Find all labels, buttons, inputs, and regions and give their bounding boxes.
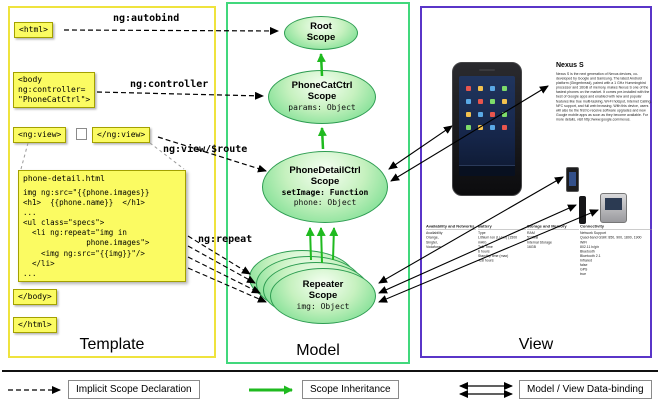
spec-column-availability: Availability and Networks Availability O… xyxy=(426,224,476,332)
phone-screen xyxy=(459,76,515,176)
root-scope-ellipse: Root Scope xyxy=(284,16,358,50)
phonedetailctrl-scope-title: PhoneDetailCtrl Scope xyxy=(289,165,361,187)
spec-rows: RAM 512MB Internal Storage 16GB xyxy=(527,231,552,249)
product-description: Nexus S is the next generation of Nexus … xyxy=(556,72,652,122)
repeater-scope-title: Repeater Scope xyxy=(302,279,344,301)
root-scope-title: Root Scope xyxy=(306,21,336,43)
product-title: Nexus S xyxy=(556,62,584,69)
code-line: phone.images"> xyxy=(23,238,150,248)
legend-scope-inheritance: Scope Inheritance xyxy=(302,380,399,399)
legend-model-view-databinding: Model / View Data-binding xyxy=(519,380,652,399)
ng-view-route-label: ng:view/$route xyxy=(163,144,248,155)
code-box-title: phone-detail.html xyxy=(23,174,105,183)
spec-column-connectivity: Connectivity Network Support Quad-band G… xyxy=(580,224,652,332)
spec-column-storage: Storage and Memory RAM 512MB Internal St… xyxy=(527,224,579,332)
code-line: <img ng:src="{{img}}"/> xyxy=(23,248,145,258)
thumbnail-phone-3 xyxy=(600,193,627,223)
spec-rows: Network Support Quad-band GSM: 850, 900,… xyxy=(580,231,642,277)
ng-repeat-label: ng:repeat xyxy=(198,234,253,245)
code-line: ... xyxy=(23,208,37,218)
phone-nav-bar xyxy=(459,165,515,176)
view-panel-label: View xyxy=(518,336,554,353)
template-panel-label: Template xyxy=(79,336,145,353)
spec-header: Connectivity xyxy=(580,224,652,231)
phonecatctrl-scope-prop: params: Object xyxy=(288,102,356,112)
body-open-tag: <body ng:controller= "PhoneCatCtrl"> xyxy=(13,72,96,108)
legend-implicit-scope-declaration: Implicit Scope Declaration xyxy=(68,380,200,399)
ng-controller-label: ng:controller xyxy=(130,79,209,90)
ng-view-close-tag: </ng:view> xyxy=(92,127,151,143)
phone-detail-code-box: phone-detail.html img ng:src="{{phone.im… xyxy=(18,170,186,282)
spec-column-battery: Battery Type Lithium Ion (Li-Ion) (1500 … xyxy=(478,224,526,332)
code-line: <ul class="specs"> xyxy=(23,218,105,228)
spec-header: Storage and Memory xyxy=(527,224,579,231)
body-close-tag: </body> xyxy=(13,289,57,305)
model-panel-label: Model xyxy=(296,342,340,359)
phonecatctrl-scope-title: PhoneCatCtrl Scope xyxy=(291,80,353,102)
product-description-block: Nexus S is the next generation of Nexus … xyxy=(556,72,652,164)
code-line: ... xyxy=(23,268,37,278)
code-line: img ng:src="{{phone.images}} xyxy=(23,187,150,197)
code-line: <li ng:repeat="img in xyxy=(23,228,127,238)
phone-app-icons xyxy=(466,86,471,91)
nexus-phone-image xyxy=(452,62,522,196)
html-close-tag: </html> xyxy=(13,317,57,333)
phone-speaker xyxy=(479,69,495,71)
ng-view-open-tag: <ng:view> xyxy=(13,127,67,143)
thumbnail-phone-1 xyxy=(566,167,579,192)
spec-header: Battery xyxy=(478,224,526,231)
repeater-scope-prop: img: Object xyxy=(296,301,350,311)
legend-separator-line xyxy=(2,370,658,372)
spec-rows: Type Lithium Ion (Li-Ion) (1500 mAh) Tal… xyxy=(478,231,518,263)
phonecatctrl-scope-ellipse: PhoneCatCtrl Scope params: Object xyxy=(268,70,376,124)
ng-autobind-label: ng:autobind xyxy=(113,13,180,24)
thumbnail-phone-2 xyxy=(579,196,586,224)
repeater-scope-ellipse: Repeater Scope img: Object xyxy=(270,268,376,324)
phonedetailctrl-scope-prop-setimage: setImage: Function xyxy=(281,187,369,197)
spec-rows: Availability Orange, Singtel, Vodafone xyxy=(426,231,443,249)
phonedetailctrl-scope-ellipse: PhoneDetailCtrl Scope setImage: Function… xyxy=(262,151,388,223)
ng-view-placeholder-icon xyxy=(76,128,87,140)
html-open-tag: <html> xyxy=(14,22,53,38)
spec-header: Availability and Networks xyxy=(426,224,476,231)
code-line: </li> xyxy=(23,258,55,268)
code-line: <h1> {{phone.name}} </h1> xyxy=(23,197,145,207)
phonedetailctrl-scope-prop-phone: phone: Object xyxy=(293,197,357,207)
